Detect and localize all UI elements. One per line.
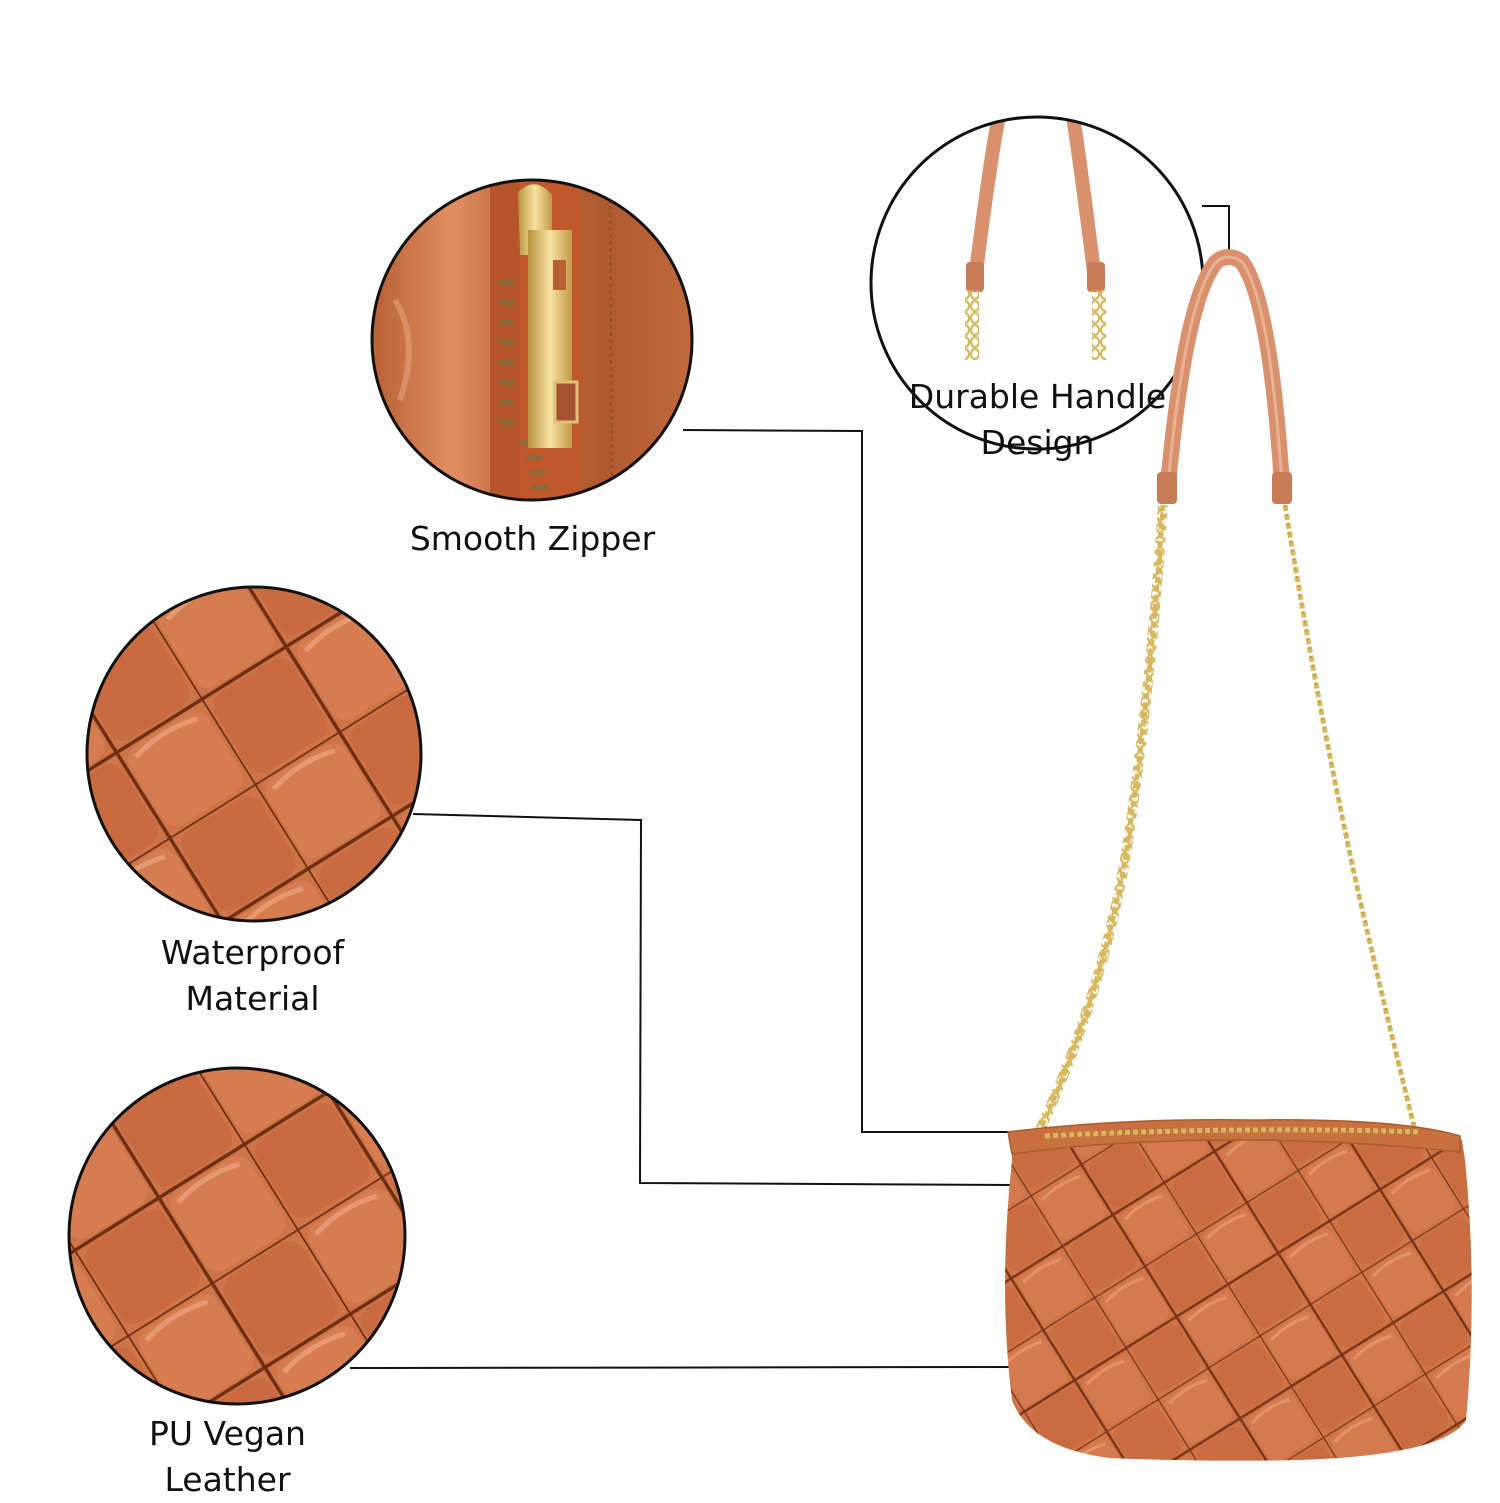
leather-label-line-2: Leather <box>164 1460 291 1499</box>
handle-label-line-2: Design <box>980 423 1095 462</box>
bag-strap <box>1035 249 1418 1133</box>
waterproof-label-line-2: Material <box>185 979 320 1018</box>
waterproof-label-line-1: Waterproof <box>160 933 345 972</box>
waterproof-detail-image <box>87 587 421 921</box>
leather-circle-frame <box>67 1066 407 1406</box>
waterproof-circle-frame <box>85 585 423 923</box>
bag-body <box>1005 1119 1472 1461</box>
waterproof-connector-line <box>412 813 1015 1186</box>
handle-label-line-1: Durable Handle <box>908 377 1167 416</box>
zipper-connector-line <box>682 429 1008 1133</box>
handle-detail-image <box>871 117 1203 449</box>
handle-connector-line <box>1202 205 1230 255</box>
zipper-label-text: Smooth Zipper <box>409 519 656 558</box>
leather-label-line-1: PU Vegan <box>149 1414 306 1453</box>
leather-feature-label: PU Vegan Leather <box>75 1411 380 1503</box>
zipper-detail-image <box>372 180 692 500</box>
connector-lines <box>349 205 1230 1369</box>
waterproof-feature-label: Waterproof Material <box>100 930 405 1022</box>
leather-detail-image <box>69 1068 405 1404</box>
zipper-circle-frame <box>370 178 694 502</box>
leather-connector-line <box>349 1366 1013 1369</box>
zipper-feature-label: Smooth Zipper <box>380 516 685 562</box>
handle-feature-label: Durable Handle Design <box>885 374 1190 466</box>
